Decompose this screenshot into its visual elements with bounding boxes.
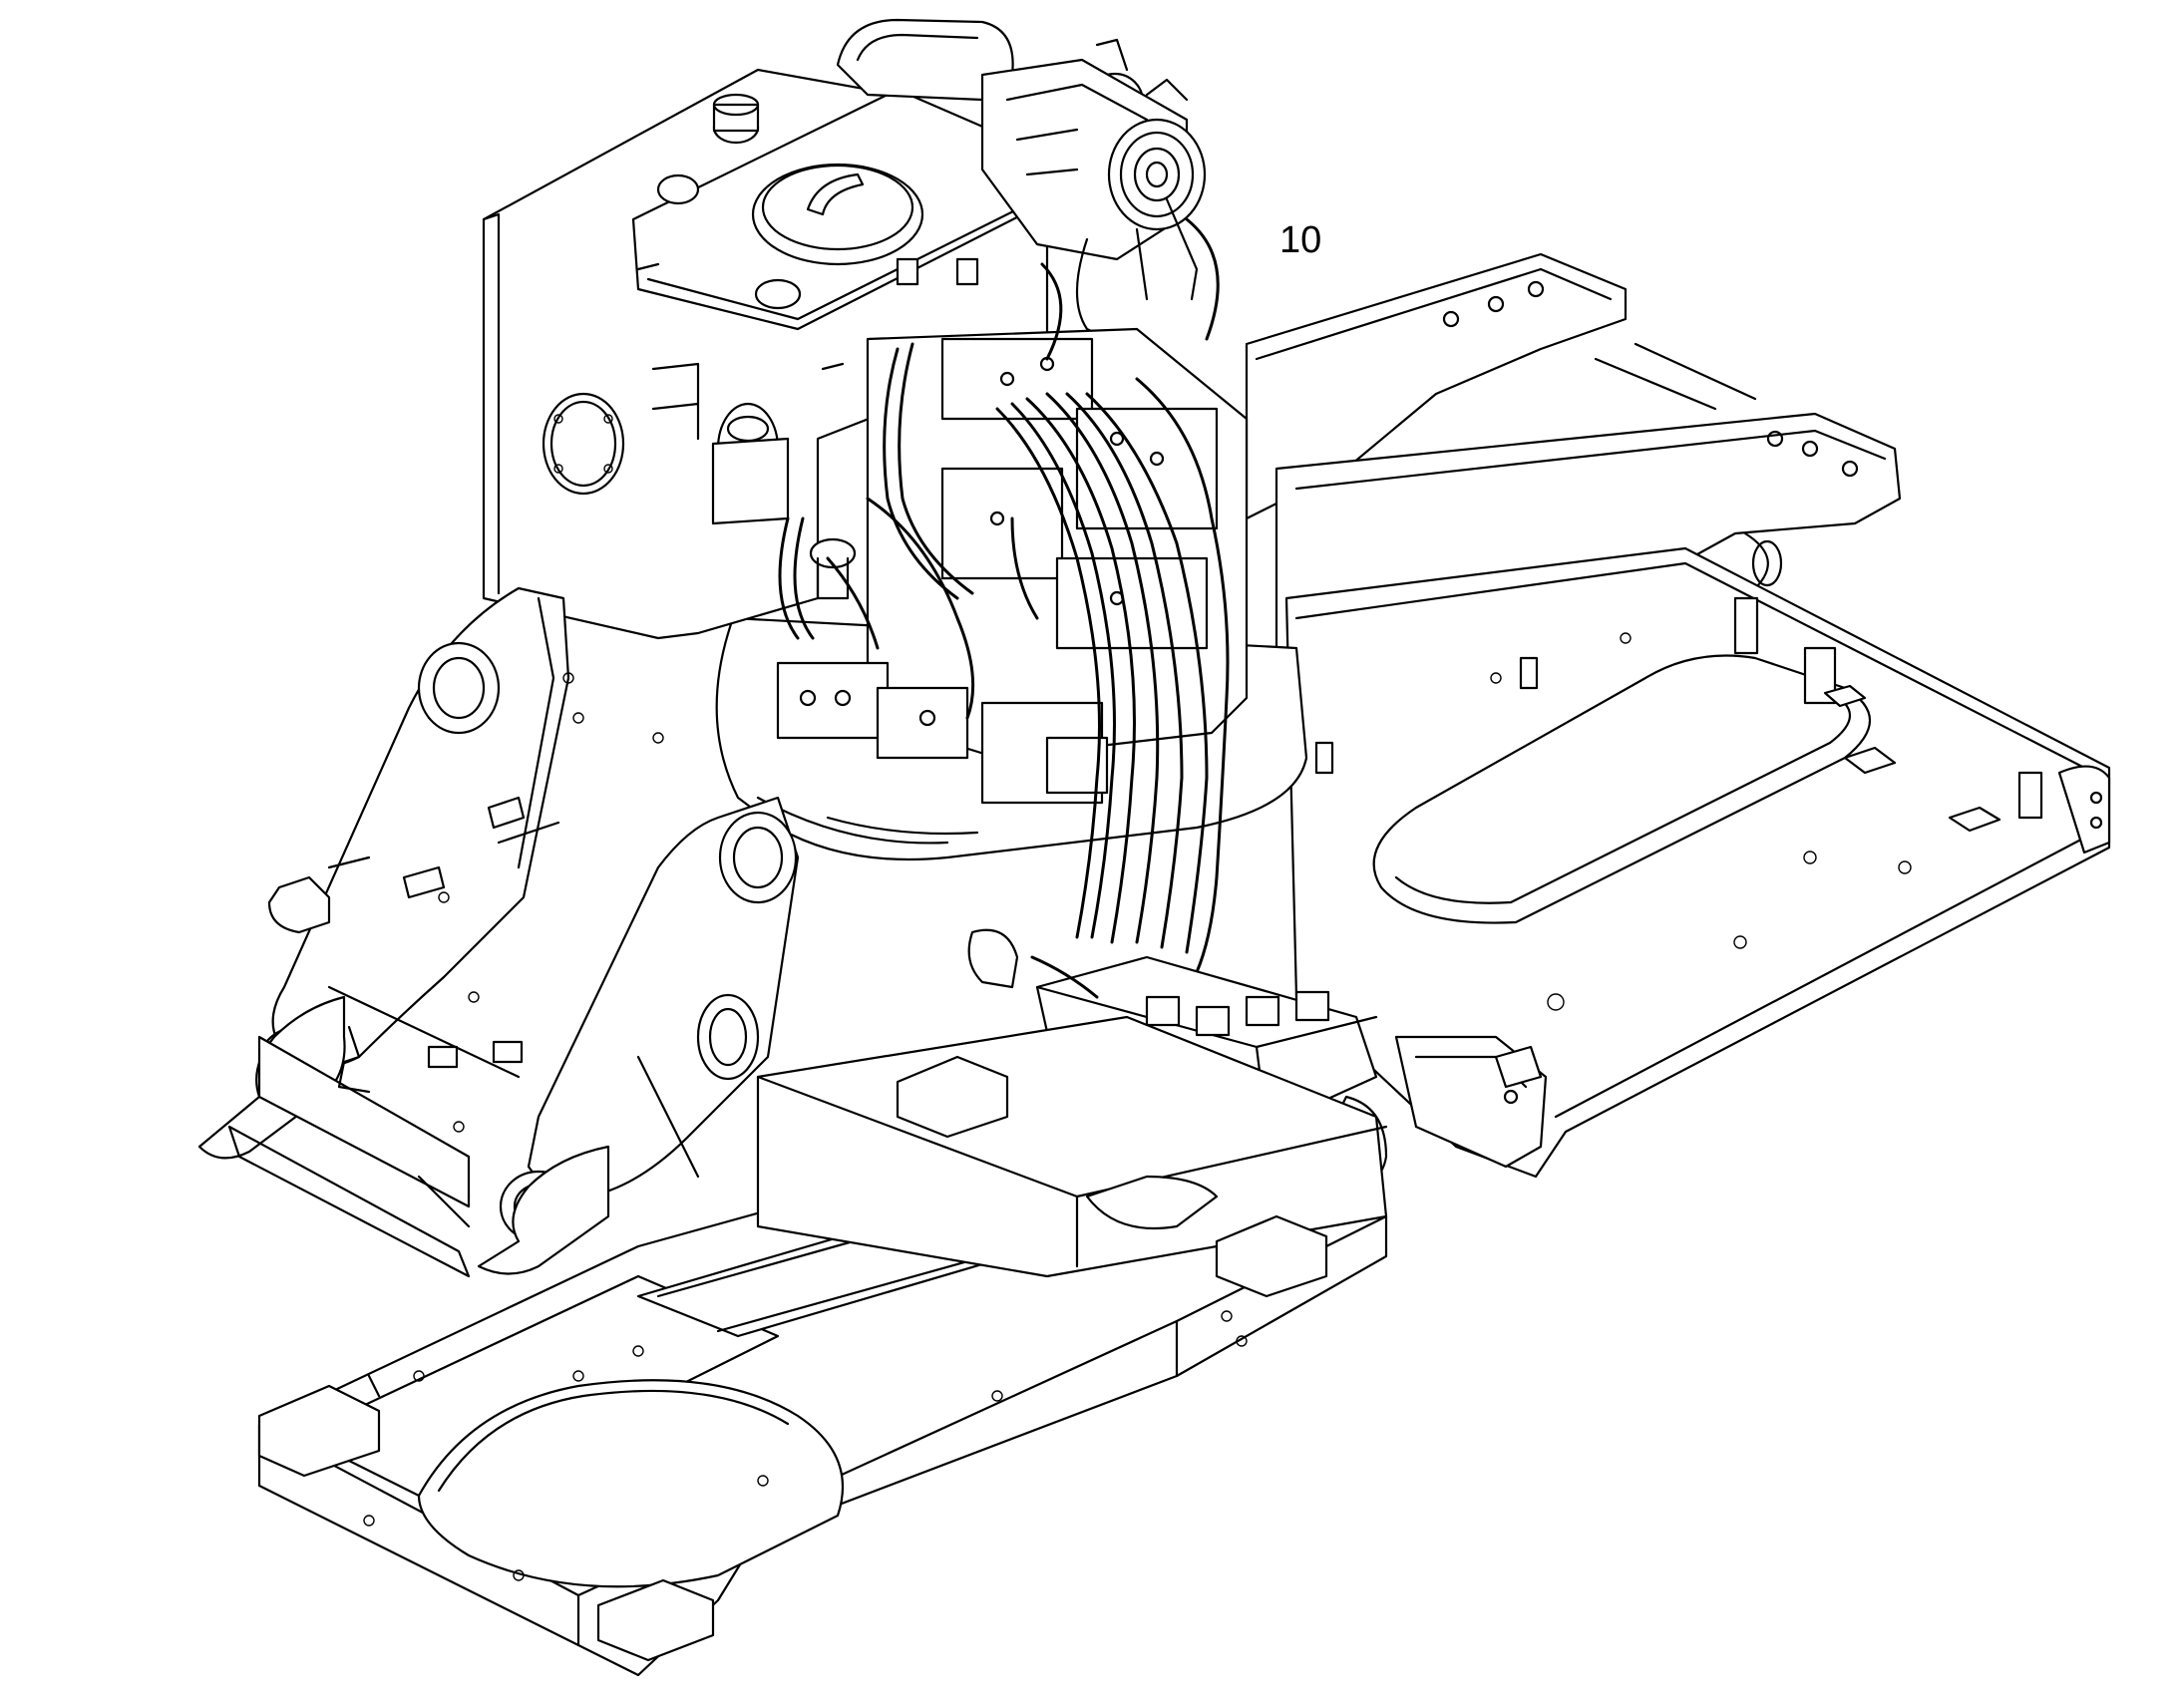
bottom-frame: [257, 1015, 1388, 1677]
left-chassis: [227, 875, 700, 1278]
hydraulic-tank: [482, 68, 1145, 640]
callout-label: 10: [1279, 219, 1322, 261]
boom-mount-left: [197, 586, 800, 1275]
right-platform: [1284, 546, 2111, 1179]
hydraulic-hoses: [778, 217, 1230, 974]
pump-assembly: [836, 18, 1207, 341]
right-bracket: [1394, 1035, 1548, 1169]
